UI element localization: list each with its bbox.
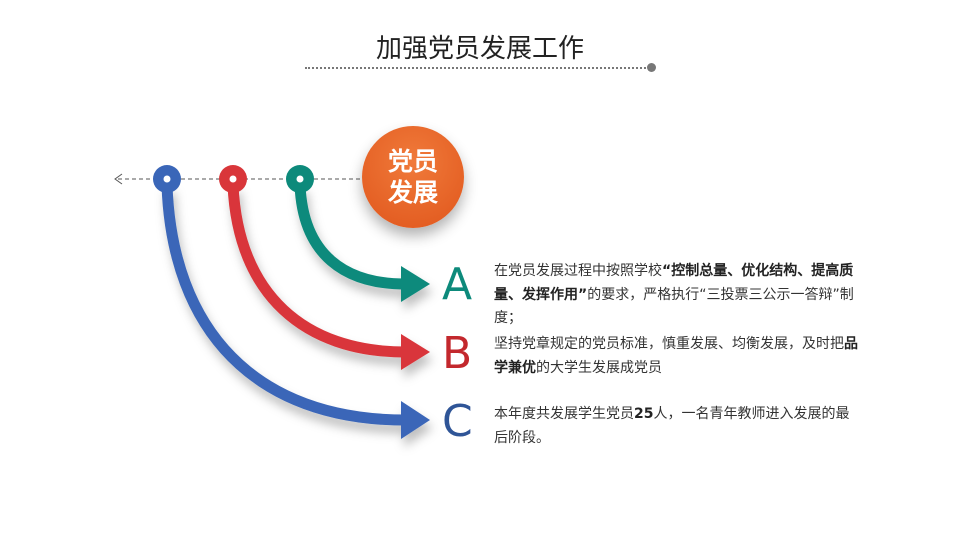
node-b <box>219 165 247 193</box>
item-a-text: 在党员发展过程中按照学校“控制总量、优化结构、提高质量、发挥作用”的要求，严格执… <box>494 260 874 331</box>
branch-b <box>227 184 430 370</box>
body-text: 坚持党章规定的党员标准，慎重发展、均衡发展，及时把 <box>494 336 844 352</box>
body-text: 的要求，严格执行“三投票三公示一答辩”制度； <box>494 286 854 327</box>
branch-c <box>161 184 430 439</box>
item-b-text: 坚持党章规定的党员标准，慎重发展、均衡发展，及时把品学兼优的大学生发展成党员 <box>494 333 859 380</box>
emphasis-text: “控制总量、优化结构、提高质量、发挥作用” <box>494 263 854 303</box>
letter-a: A <box>442 259 473 310</box>
item-c-text: 本年度共发展学生党员25人，一名青年教师进入发展的最后阶段。 <box>494 403 859 450</box>
topic-badge: 党员发展 <box>362 126 464 228</box>
node-a <box>286 165 314 193</box>
emphasis-text: 25 <box>634 406 654 422</box>
letter-c: C <box>442 396 473 447</box>
node-c <box>153 165 181 193</box>
body-text: 的大学生发展成党员 <box>536 359 662 376</box>
body-text: 人，一名青年教师进入发展的最后阶段。 <box>494 406 850 446</box>
arrow-left-icon <box>114 173 123 185</box>
body-text: 本年度共发展学生党员 <box>494 406 634 422</box>
title-divider-dot <box>647 63 656 72</box>
body-text: 在党员发展过程中按照学校 <box>494 263 662 279</box>
branch-a <box>294 184 430 302</box>
title-divider <box>305 67 650 69</box>
emphasis-text: 品学兼优 <box>494 336 858 376</box>
badge-label: 党员发展 <box>387 147 438 207</box>
letter-b: B <box>442 328 473 379</box>
page-title: 加强党员发展工作 <box>375 34 584 64</box>
